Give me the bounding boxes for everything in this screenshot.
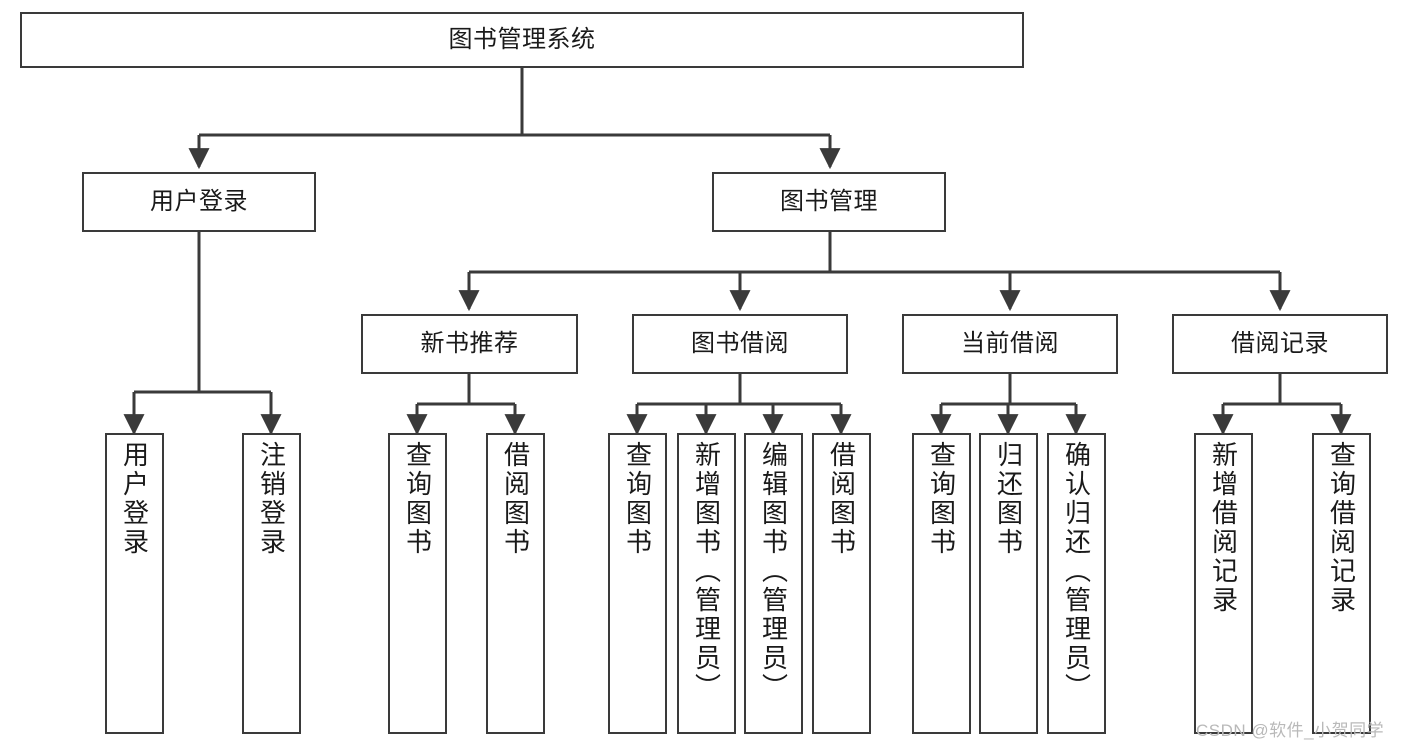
- node-label: 借阅记录: [1231, 330, 1329, 358]
- node-label: 图书管理: [780, 188, 878, 216]
- node-label: 注销登录: [256, 441, 287, 557]
- node-label: 用户登录: [119, 441, 150, 557]
- node-leaf-book-borrow-lend[interactable]: 借阅图书: [812, 433, 871, 734]
- node-label: 编辑图书（管理员）: [758, 441, 789, 702]
- node-leaf-book-borrow-add[interactable]: 新增图书（管理员）: [677, 433, 736, 734]
- node-label: 新增借阅记录: [1208, 441, 1239, 615]
- node-root-book-management-system[interactable]: 图书管理系统: [20, 12, 1024, 68]
- node-label: 当前借阅: [961, 330, 1059, 358]
- node-leaf-new-book-borrow[interactable]: 借阅图书: [486, 433, 545, 734]
- node-label: 归还图书: [993, 441, 1024, 557]
- node-book-borrowing[interactable]: 图书借阅: [632, 314, 848, 374]
- node-label: 查询借阅记录: [1326, 441, 1357, 615]
- node-leaf-user-login-signin[interactable]: 用户登录: [105, 433, 164, 734]
- node-leaf-current-borrow-confirm-return[interactable]: 确认归还（管理员）: [1047, 433, 1106, 734]
- node-leaf-new-book-query[interactable]: 查询图书: [388, 433, 447, 734]
- node-leaf-current-borrow-query[interactable]: 查询图书: [912, 433, 971, 734]
- node-label: 借阅图书: [500, 441, 531, 557]
- node-new-book-recommendation[interactable]: 新书推荐: [361, 314, 578, 374]
- node-current-borrowing[interactable]: 当前借阅: [902, 314, 1118, 374]
- node-label: 查询图书: [926, 441, 957, 557]
- node-book-management[interactable]: 图书管理: [712, 172, 946, 232]
- node-label: 用户登录: [150, 188, 248, 216]
- csdn-watermark: CSDN @软件_小贺同学: [1196, 721, 1385, 740]
- node-leaf-book-borrow-query[interactable]: 查询图书: [608, 433, 667, 734]
- node-label: 新增图书（管理员）: [691, 441, 722, 702]
- node-label: 查询图书: [402, 441, 433, 557]
- node-leaf-borrow-record-query[interactable]: 查询借阅记录: [1312, 433, 1371, 734]
- node-label: 查询图书: [622, 441, 653, 557]
- node-leaf-user-login-signout[interactable]: 注销登录: [242, 433, 301, 734]
- node-label: 新书推荐: [420, 330, 519, 358]
- node-leaf-borrow-record-add[interactable]: 新增借阅记录: [1194, 433, 1253, 734]
- node-label: 图书管理系统: [448, 26, 596, 54]
- node-leaf-current-borrow-return[interactable]: 归还图书: [979, 433, 1038, 734]
- node-user-login[interactable]: 用户登录: [82, 172, 316, 232]
- node-leaf-book-borrow-edit[interactable]: 编辑图书（管理员）: [744, 433, 803, 734]
- node-label: 图书借阅: [691, 330, 789, 358]
- node-label: 借阅图书: [826, 441, 857, 557]
- node-label: 确认归还（管理员）: [1061, 441, 1092, 702]
- node-borrowing-records[interactable]: 借阅记录: [1172, 314, 1388, 374]
